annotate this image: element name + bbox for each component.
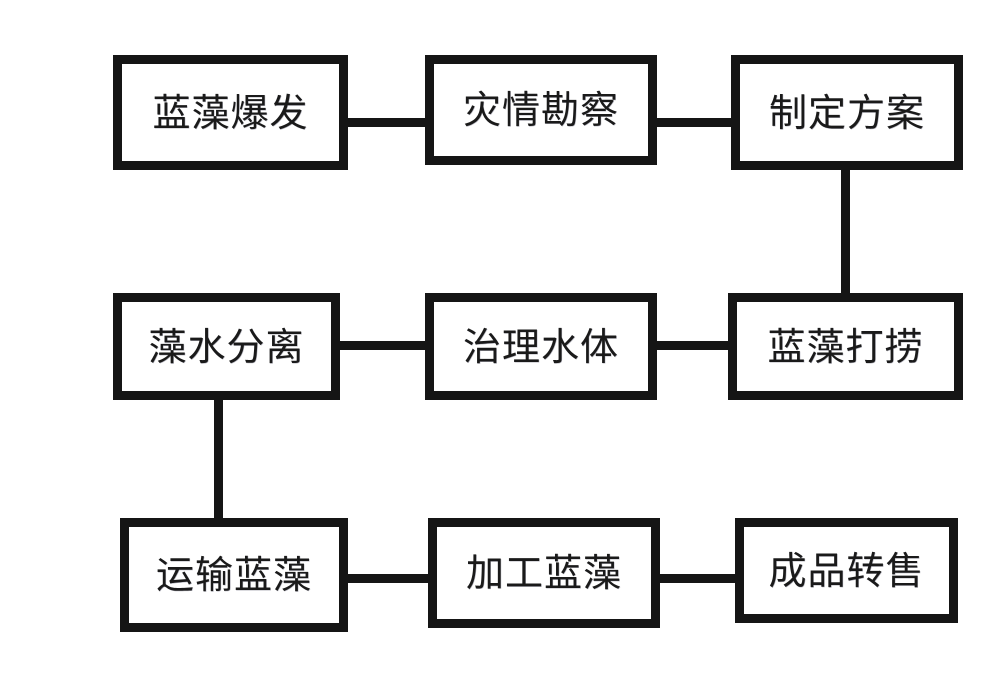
edge-algae-water-sep-to-transport-algae <box>214 392 223 528</box>
node-make-plan[interactable]: 制定方案 <box>731 55 963 170</box>
node-treat-water[interactable]: 治理水体 <box>425 293 657 400</box>
node-label-transport-algae: 运输蓝藻 <box>155 553 312 597</box>
node-label-resell-product: 成品转售 <box>768 548 925 593</box>
edge-make-plan-to-algae-salvage <box>841 162 850 302</box>
node-algae-salvage[interactable]: 蓝藻打捞 <box>728 293 963 400</box>
node-label-algae-outbreak: 蓝藻爆发 <box>152 90 309 135</box>
node-label-process-algae: 加工蓝藻 <box>465 551 622 595</box>
edge-process-algae-to-resell-product <box>651 574 744 583</box>
node-label-algae-salvage: 蓝藻打捞 <box>767 324 924 369</box>
node-label-make-plan: 制定方案 <box>768 90 925 135</box>
edge-algae-water-sep-to-treat-water <box>332 341 434 350</box>
edge-transport-algae-to-process-algae <box>340 574 438 583</box>
edge-disaster-survey-to-make-plan <box>648 118 740 127</box>
node-label-algae-water-separation: 藻水分离 <box>148 324 305 369</box>
node-algae-water-separation[interactable]: 藻水分离 <box>113 293 340 400</box>
node-algae-outbreak[interactable]: 蓝藻爆发 <box>113 55 348 170</box>
node-disaster-survey[interactable]: 灾情勘察 <box>425 55 657 165</box>
node-resell-product[interactable]: 成品转售 <box>735 518 958 623</box>
node-label-treat-water: 治理水体 <box>462 324 619 369</box>
node-transport-algae[interactable]: 运输蓝藻 <box>120 518 348 632</box>
edge-algae-outbreak-to-disaster-survey <box>330 118 435 127</box>
edge-treat-water-to-algae-salvage <box>648 341 738 350</box>
node-label-disaster-survey: 灾情勘察 <box>462 88 619 132</box>
node-process-algae[interactable]: 加工蓝藻 <box>428 518 660 628</box>
